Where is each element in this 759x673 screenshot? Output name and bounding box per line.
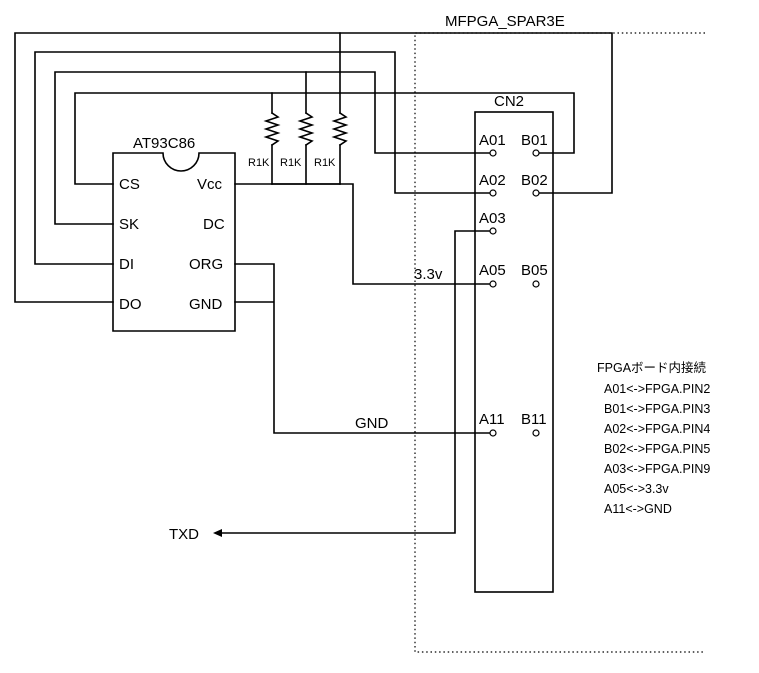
- net-label-gnd: GND: [355, 415, 389, 432]
- note-line: B02<->FPGA.PIN5: [604, 442, 710, 456]
- wire-cs: [74, 92, 575, 185]
- notes-title: FPGAボード内接続: [597, 360, 707, 375]
- pin-label-dc: DC: [203, 216, 225, 233]
- wires: [14, 32, 613, 537]
- pin-a02: [489, 189, 497, 197]
- note-line: A11<->GND: [604, 502, 672, 516]
- resistor-label-2: R1K: [280, 157, 302, 169]
- note-line: A03<->FPGA.PIN9: [604, 462, 710, 476]
- pin-label-a02: A02: [479, 172, 506, 189]
- pin-a03: [489, 227, 497, 235]
- pin-b05: [532, 280, 540, 288]
- chip-body: [112, 152, 236, 332]
- pin-label-di: DI: [119, 256, 134, 273]
- note-line: A05<->3.3v: [604, 482, 669, 496]
- pullup-resistors: R1K R1K R1K: [248, 111, 349, 169]
- wire-sk: [54, 71, 494, 225]
- eeprom-chip: AT93C86 CS SK DI DO Vcc DC ORG GND: [112, 135, 236, 332]
- note-line: A01<->FPGA.PIN2: [604, 382, 710, 396]
- connector-body: [474, 111, 554, 593]
- pin-a05: [489, 280, 497, 288]
- connector-cn2: CN2 A01 B01 A02 B02 A03 A05 B05 A11 B11: [474, 93, 554, 593]
- wire-di: [34, 51, 494, 265]
- net-label-txd: TXD: [169, 526, 199, 543]
- wire-do: [14, 32, 613, 303]
- connection-notes: FPGAボード内接続 A01<->FPGA.PIN2 B01<->FPGA.PI…: [597, 360, 710, 516]
- pin-a11: [489, 429, 497, 437]
- txd-arrow: [213, 529, 222, 537]
- resistor-1: [263, 111, 281, 147]
- chip-name: AT93C86: [133, 135, 195, 152]
- board-boundary: [414, 32, 705, 653]
- pin-label-b11: B11: [521, 411, 547, 428]
- pin-label-gnd: GND: [189, 296, 223, 313]
- pin-label-b02: B02: [521, 172, 548, 189]
- board-title: MFPGA_SPAR3E: [445, 13, 565, 30]
- pin-label-b01: B01: [521, 132, 548, 149]
- pin-label-do: DO: [119, 296, 142, 313]
- pin-label-vcc: Vcc: [197, 176, 223, 193]
- resistor-3: [331, 111, 349, 147]
- pin-label-org: ORG: [189, 256, 223, 273]
- resistor-label-1: R1K: [248, 157, 270, 169]
- resistor-2: [297, 111, 315, 147]
- pin-a01: [489, 149, 497, 157]
- note-line: A02<->FPGA.PIN4: [604, 422, 710, 436]
- note-line: B01<->FPGA.PIN3: [604, 402, 710, 416]
- pin-label-a05: A05: [479, 262, 506, 279]
- pin-label-b05: B05: [521, 262, 548, 279]
- pin-b01: [532, 149, 540, 157]
- wire-gnd: [234, 263, 494, 434]
- wire-txd: [219, 230, 494, 534]
- pin-label-a03: A03: [479, 210, 506, 227]
- pin-label-sk: SK: [119, 216, 139, 233]
- pin-label-cs: CS: [119, 176, 140, 193]
- resistor-label-3: R1K: [314, 157, 336, 169]
- pin-label-a11: A11: [479, 411, 505, 428]
- pin-label-a01: A01: [479, 132, 506, 149]
- pin-b11: [532, 429, 540, 437]
- pin-b02: [532, 189, 540, 197]
- net-label-3v3: 3.3v: [414, 266, 443, 283]
- connector-name: CN2: [494, 93, 524, 110]
